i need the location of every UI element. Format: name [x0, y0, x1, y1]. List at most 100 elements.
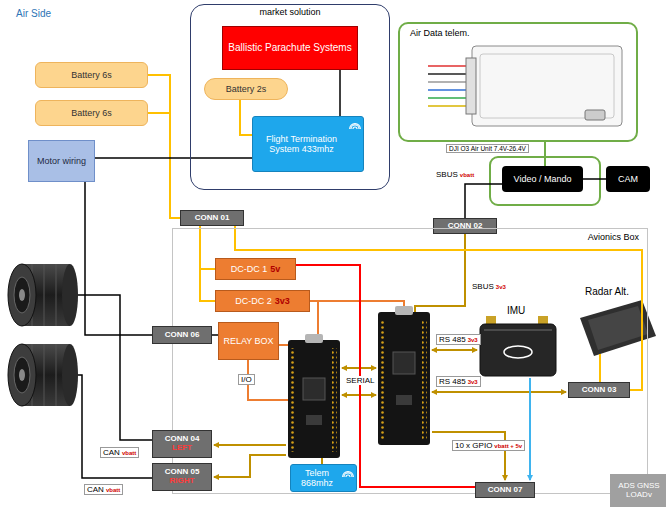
side-title: Air Side: [14, 8, 53, 20]
box-label: Ballistic Parachute Systems: [228, 42, 351, 53]
box-label: Telem 868mhz: [294, 468, 340, 488]
box-label: Battery 6s: [71, 108, 112, 118]
box-label: 5v: [270, 264, 280, 274]
battery-box: Battery 6s: [35, 100, 148, 126]
label-text: Radar Alt.: [585, 286, 629, 297]
label-text: 3v3: [468, 379, 478, 385]
video-box: Video / Mando: [502, 166, 583, 192]
label-text: vbatt: [460, 172, 474, 178]
label-text: 3v3: [496, 284, 506, 290]
motor-illustration: [8, 264, 78, 326]
label-text: I/O: [241, 375, 252, 384]
label-text: Air Side: [16, 8, 51, 19]
frame-heading: Air Data telem.: [410, 28, 470, 38]
wire-connector: [200, 226, 215, 269]
controller-board: [288, 334, 340, 458]
wire-connector: [95, 157, 252, 159]
termination-box: Flight Termination System 433mhz: [252, 116, 364, 172]
signal-label: I/O: [238, 374, 255, 385]
box-label: Flight Termination System 433mhz: [256, 134, 347, 154]
parachute-box: Ballistic Parachute Systems: [222, 26, 358, 70]
label-text: RS 485: [439, 377, 466, 386]
radio-box: Telem 868mhz: [290, 464, 357, 492]
signal-label: SERIAL: [344, 376, 376, 385]
telemetry-frame: Air Data telem.: [398, 22, 638, 142]
box-label: CAM: [618, 174, 638, 184]
label-text: 3v3: [468, 337, 478, 343]
connector-box: CONN 07: [475, 482, 535, 498]
part-name: IMU: [505, 305, 527, 317]
wire-connector: [200, 226, 215, 301]
signal-label: RS 4853v3: [436, 376, 481, 387]
wireless-icon: [342, 468, 354, 478]
region-frame: market solutionBallistic Parachute Syste…: [190, 4, 390, 190]
signal-wires: [78, 234, 600, 480]
box-label: CONN 06: [165, 331, 200, 340]
label-text: CAN: [103, 448, 120, 457]
signal-label: 10 x GPIOvbatt + 5v: [452, 440, 525, 451]
battery-box: Battery 6s: [35, 62, 148, 88]
signal-label: SBUS3v3: [470, 282, 508, 291]
wire-connector: [240, 100, 252, 135]
label-text: vbatt: [122, 450, 136, 456]
motor-illustration: [8, 344, 78, 406]
frame-heading: Avionics Box: [588, 232, 639, 242]
connector-box: CONN 04LEFT: [152, 430, 212, 458]
sensor-box: ADS GNSS LOADv: [610, 474, 666, 507]
box-label: LEFT: [172, 444, 192, 453]
wire-connector: [544, 142, 546, 166]
box-label: CONN 07: [488, 486, 523, 495]
label-text: vbatt: [106, 487, 120, 493]
wire-connector: [148, 75, 180, 218]
avionics-frame: Avionics BoxDC-DC 15vDC-DC 23v3RELAY BOX…: [172, 228, 648, 494]
box-label: Battery 2s: [226, 84, 267, 94]
box-label: ADS GNSS LOADv: [613, 482, 665, 500]
box-label: Video / Mando: [514, 174, 572, 184]
connector-box: CONN 05RIGHT: [152, 463, 212, 491]
signal-label: RS 4853v3: [436, 334, 481, 345]
part-name: Radar Alt.: [583, 286, 631, 298]
connector-box: CONN 03: [568, 382, 630, 398]
box-label: RIGHT: [170, 477, 195, 486]
label-text: vbatt + 5v: [494, 443, 522, 449]
connector-box: CONN 02: [433, 218, 497, 234]
wire-connector: [85, 182, 152, 335]
part-note: DJI O3 Air Unit 7.4V-26.4V: [446, 144, 529, 153]
signal-label: CANvbatt: [84, 484, 123, 495]
battery-pill: Battery 2s: [204, 78, 288, 100]
frame-heading: market solution: [191, 7, 389, 17]
box-label: DC-DC 1: [231, 264, 268, 274]
label-text: 10 x GPIO: [455, 441, 492, 450]
converter-box: DC-DC 23v3: [215, 290, 310, 312]
label-text: IMU: [507, 305, 525, 316]
label-text: SBUS: [436, 170, 458, 179]
wiring-box: Motor wiring: [28, 140, 95, 182]
connector-box: CONN 06: [152, 326, 212, 344]
camera-box: CAM: [606, 166, 650, 192]
box-label: CONN 05: [165, 468, 200, 477]
radar-illustration: [580, 300, 656, 356]
box-label: CONN 04: [165, 435, 200, 444]
label-text: CAN: [87, 485, 104, 494]
wire-connector: [148, 113, 180, 218]
connector-box: CONN 01: [180, 210, 244, 226]
box-label: CONN 02: [448, 222, 483, 231]
signal-label: SBUSvbatt: [434, 170, 476, 179]
label-text: DJI O3 Air Unit 7.4V-26.4V: [449, 145, 526, 152]
box-label: CONN 01: [195, 214, 230, 223]
label-text: SERIAL: [346, 376, 374, 385]
relay-box: RELAY BOX: [218, 322, 279, 360]
wire-connector: [465, 184, 502, 218]
label-text: SBUS: [472, 282, 494, 291]
box-label: 3v3: [275, 296, 290, 306]
imu-illustration: [480, 316, 556, 376]
wire-connector: [339, 70, 341, 116]
signal-label: CANvbatt: [100, 447, 139, 458]
wire-connector: [583, 178, 606, 180]
box-label: DC-DC 2: [235, 296, 272, 306]
controller-board: [378, 306, 430, 445]
box-label: Battery 6s: [71, 70, 112, 80]
label-text: RS 485: [439, 335, 466, 344]
